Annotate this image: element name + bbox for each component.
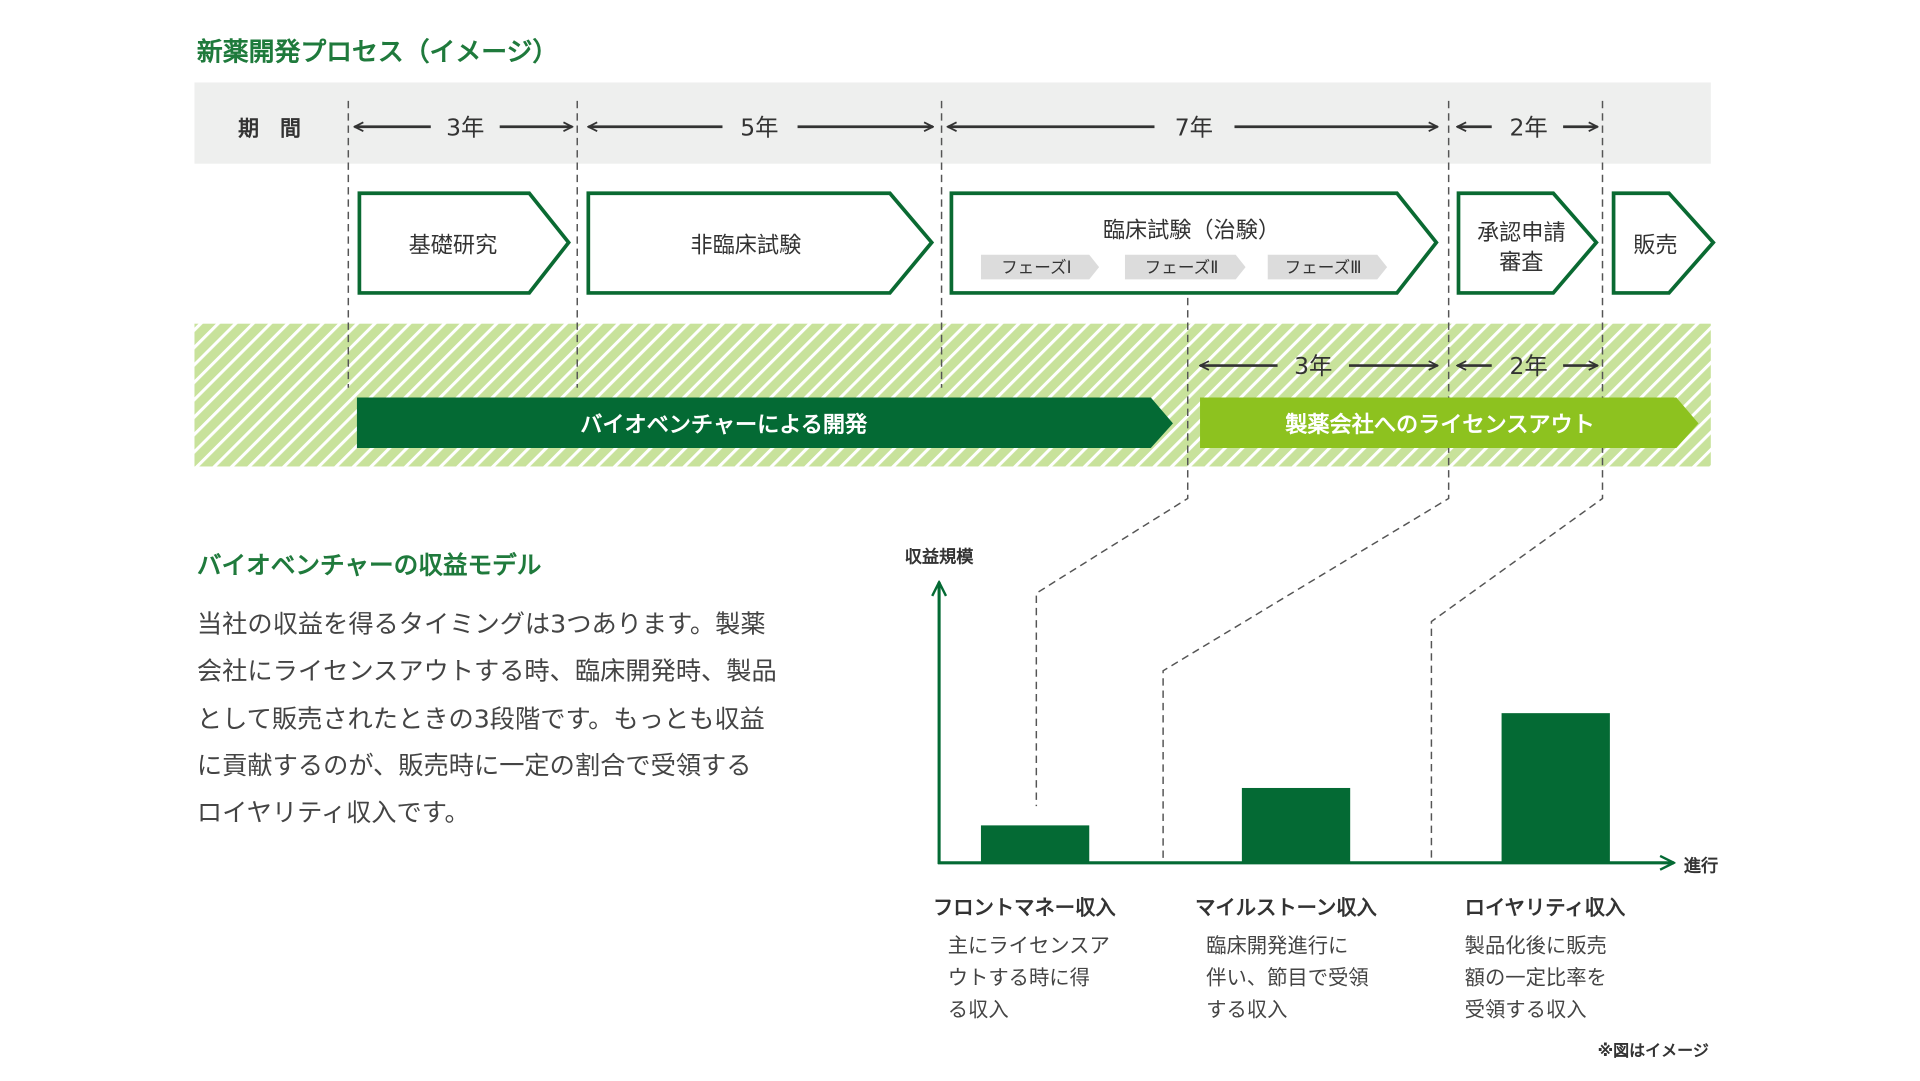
phase-label: フェーズⅡ: [1145, 258, 1219, 277]
process-title: 新薬開発プロセス（イメージ）: [196, 36, 559, 67]
stage-label: 販売: [1633, 232, 1677, 258]
venture-bar: [356, 397, 1173, 449]
period-band: [194, 82, 1711, 164]
venture-bar-label: バイオベンチャーによる開発: [580, 412, 868, 438]
dashed-guides: [347, 100, 1604, 858]
bar-3: [1501, 713, 1610, 863]
paragraph-line: に貢献するのが、販売時に一定の割合で受領する: [196, 750, 752, 781]
category-label: ロイヤリティ収入: [1464, 896, 1626, 920]
stage-box-approval: [1456, 191, 1599, 295]
stage-label: 承認申請: [1477, 220, 1566, 246]
license-bar-label: 製薬会社へのライセンスアウト: [1284, 412, 1595, 438]
revenue-chart: 収益規模 進行: [905, 546, 1719, 876]
model-title: バイオベンチャーの収益モデル: [196, 550, 542, 580]
bar-2: [1241, 787, 1351, 863]
stage-label: 審査: [1499, 250, 1543, 276]
phase-chip: [980, 254, 1100, 280]
paragraph-line: ロイヤリティ収入です。: [196, 797, 470, 828]
stage-label: 非臨床試験: [691, 232, 802, 258]
period-label: 期 間: [238, 116, 301, 140]
image-note: ※図はイメージ: [1597, 1042, 1709, 1061]
license-bar: [1200, 397, 1699, 449]
phase-label: フェーズⅢ: [1285, 258, 1362, 277]
stage-boxes: [357, 191, 1716, 295]
category-label: フロントマネー収入: [932, 896, 1116, 920]
category-label: マイルストーン収入: [1195, 896, 1377, 920]
duration-approval: 2年: [1510, 113, 1548, 141]
license-duration-approval: 2年: [1510, 352, 1548, 380]
category-description: 主にライセンスアウトする時に得る収入: [947, 934, 1110, 1022]
model-description: 当社の収益を得るタイミングは3つあります。製薬 会社にライセンスアウトする時、臨…: [197, 601, 862, 837]
y-axis-label: 収益規模: [905, 546, 975, 567]
paragraph-line: 当社の収益を得るタイミングは3つあります。製薬: [196, 609, 766, 639]
stage-label: 臨床試験（治験）: [1103, 218, 1280, 244]
stage-label: 基礎研究: [409, 232, 498, 258]
duration-clinical: 7年: [1175, 113, 1213, 141]
license-duration-clinical: 3年: [1294, 352, 1332, 380]
stage-box-nonclinical: [586, 191, 935, 295]
duration-basic: 3年: [446, 113, 484, 141]
phase-label: フェーズⅠ: [1001, 258, 1072, 277]
duration-nonclinical: 5年: [740, 113, 778, 141]
paragraph-line: として販売されたときの3段階です。もっとも収益: [196, 703, 765, 734]
category-description: 臨床開発進行に伴い、節目で受領する収入: [1206, 934, 1369, 1022]
x-axis-label: 進行: [1684, 855, 1718, 876]
paragraph-line: 会社にライセンスアウトする時、臨床開発時、製品: [196, 656, 777, 686]
bar-1: [980, 825, 1090, 863]
period-arrows: [354, 127, 1597, 366]
phase-chip: [1267, 254, 1388, 280]
stage-box-basic: [357, 191, 571, 295]
category-description: 製品化後に販売額の一定比率を受領する収入: [1464, 934, 1607, 1022]
stage-box-sales: [1611, 191, 1716, 295]
phase-chip: [1124, 254, 1246, 280]
